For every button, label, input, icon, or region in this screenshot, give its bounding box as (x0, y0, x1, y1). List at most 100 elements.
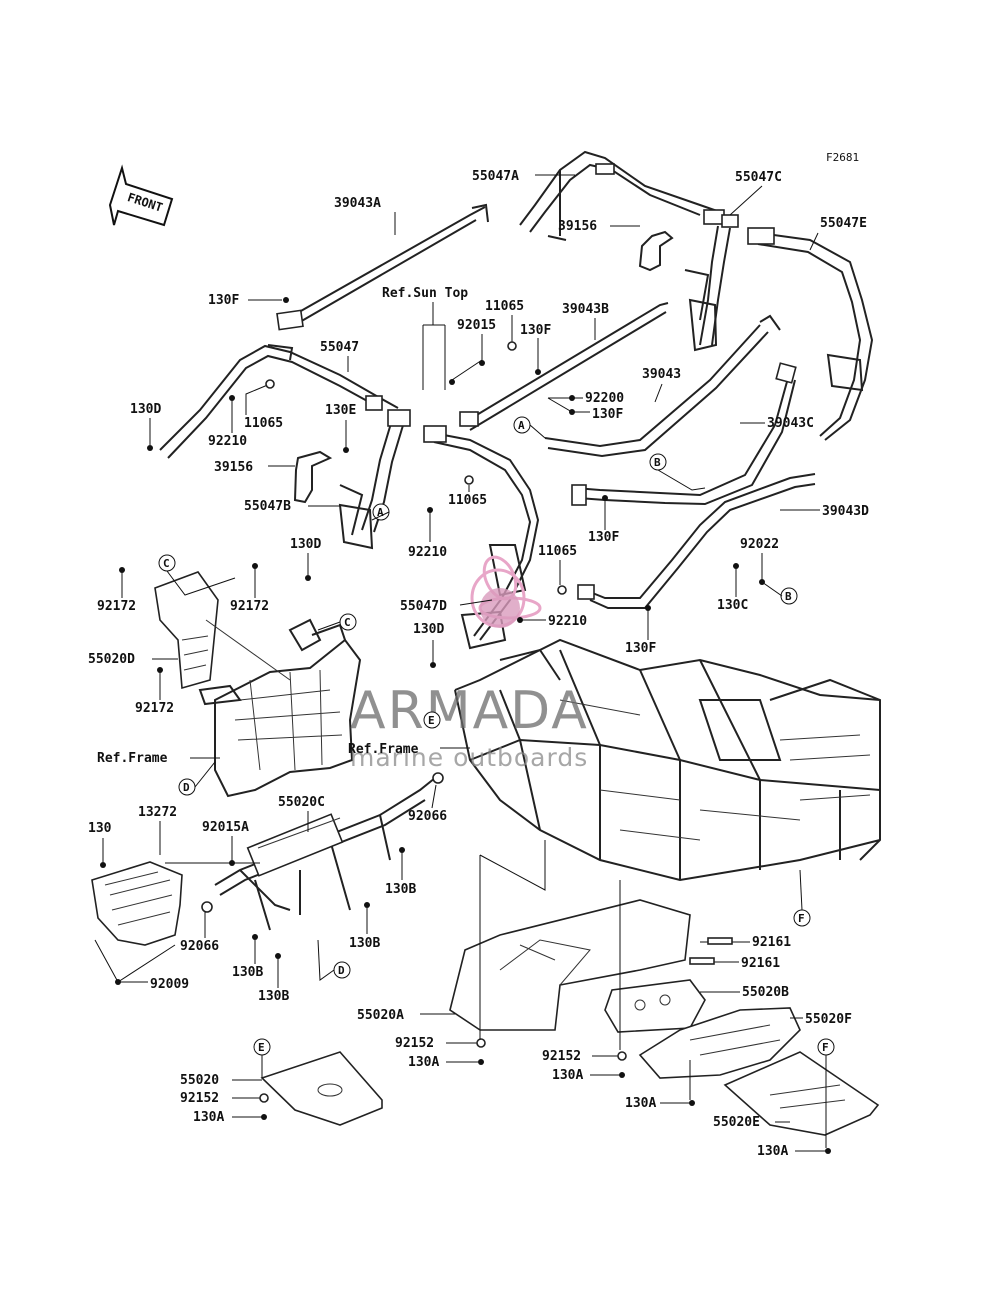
svg-text:C: C (344, 616, 351, 629)
label-39156-top: 39156 (558, 219, 597, 234)
label-92210-2: 92210 (408, 545, 447, 560)
label-92172-2: 92172 (230, 599, 269, 614)
part-39043B (459, 302, 669, 431)
callout-f-1: F (793, 909, 811, 927)
ref-frame-right: Ref.Frame (348, 742, 419, 757)
label-55047E: 55047E (820, 216, 867, 231)
part-55020C (214, 777, 436, 931)
label-11065-2: 11065 (244, 416, 283, 431)
label-130: 130 (88, 821, 112, 836)
part-55047D (423, 425, 540, 650)
label-92172-1: 92172 (97, 599, 136, 614)
ref-frame-left: Ref.Frame (97, 751, 168, 766)
label-92152-1: 92152 (395, 1036, 434, 1051)
callout-a-2: A (513, 416, 531, 434)
part-39043A (276, 203, 489, 331)
label-92066-1: 92066 (408, 809, 447, 824)
part-39043C (571, 362, 797, 506)
label-55047C: 55047C (735, 170, 782, 185)
label-130D-3: 130D (413, 622, 444, 637)
svg-text:A: A (377, 506, 384, 519)
callout-e-2: E (253, 1038, 271, 1056)
callout-b-1: B (649, 453, 667, 471)
part-55020F (638, 1007, 801, 1079)
label-130F-3: 130F (592, 407, 623, 422)
label-55020D: 55020D (88, 652, 135, 667)
label-39043B: 39043B (562, 302, 609, 317)
callout-c-2: C (339, 613, 357, 631)
part-55047C (684, 209, 739, 352)
label-130F-1: 130F (208, 293, 239, 308)
ref-sun-top: Ref.Sun Top (382, 286, 468, 301)
label-55020A: 55020A (357, 1008, 404, 1023)
frame-main (454, 638, 881, 882)
label-130B-2: 130B (349, 936, 380, 951)
label-130D-1: 130D (130, 402, 161, 417)
label-92161-1: 92161 (752, 935, 791, 950)
label-130E: 130E (325, 403, 356, 418)
label-55020B: 55020B (742, 985, 789, 1000)
label-11065-3: 11065 (448, 493, 487, 508)
label-130F-4: 130F (588, 530, 619, 545)
part-55047A (519, 150, 721, 241)
callout-b-2: B (780, 587, 798, 605)
callout-c-1: C (158, 554, 176, 572)
label-92210-1: 92210 (208, 434, 247, 449)
label-130B-1: 130B (385, 882, 416, 897)
label-39043C: 39043C (767, 416, 814, 431)
label-11065-1: 11065 (485, 299, 524, 314)
label-92015: 92015 (457, 318, 496, 333)
label-92009: 92009 (150, 977, 189, 992)
svg-text:A: A (518, 419, 525, 432)
callout-a-1: A (372, 503, 390, 521)
svg-text:F: F (798, 912, 805, 925)
armada-watermark: ARMADA marine outboards (350, 555, 587, 772)
callout-e-1: E (423, 711, 441, 729)
svg-text:C: C (163, 557, 170, 570)
label-92066-2: 92066 (180, 939, 219, 954)
label-55047B: 55047B (244, 499, 291, 514)
label-130F-2: 130F (520, 323, 551, 338)
callout-f-2: F (817, 1038, 835, 1056)
label-11065-4: 11065 (538, 544, 577, 559)
part-55020 (260, 1051, 383, 1126)
label-130A-4: 130A (625, 1096, 656, 1111)
part-13272 (91, 861, 183, 946)
figure-code: F2681 (826, 151, 859, 164)
svg-text:F: F (822, 1041, 829, 1054)
part-39156-left (293, 450, 333, 504)
label-130A-5: 130A (757, 1144, 788, 1159)
label-130A-2: 130A (552, 1068, 583, 1083)
label-130B-3: 130B (232, 965, 263, 980)
label-55020C: 55020C (278, 795, 325, 810)
label-39043: 39043 (642, 367, 681, 382)
callout-d-2: D (333, 961, 351, 979)
svg-text:E: E (258, 1041, 265, 1054)
label-130A-3: 130A (193, 1110, 224, 1125)
label-92210-3: 92210 (548, 614, 587, 629)
svg-text:E: E (428, 714, 435, 727)
label-92161-2: 92161 (741, 956, 780, 971)
svg-text:D: D (338, 964, 345, 977)
part-55020B (604, 979, 706, 1033)
label-39043D: 39043D (822, 504, 869, 519)
label-92200: 92200 (585, 391, 624, 406)
label-130D-2: 130D (290, 537, 321, 552)
label-92022: 92022 (740, 537, 779, 552)
label-92152-3: 92152 (180, 1091, 219, 1106)
part-39156-top (638, 230, 674, 272)
part-55020D (154, 571, 291, 690)
armada-logo-icon (470, 555, 542, 628)
label-55047A: 55047A (472, 169, 519, 184)
part-55020E (723, 1051, 880, 1136)
label-92172-3: 92172 (135, 701, 174, 716)
callout-d-1: D (178, 778, 196, 796)
frame-left-section (198, 618, 362, 798)
label-92015A: 92015A (202, 820, 249, 835)
label-130A-1: 130A (408, 1055, 439, 1070)
svg-text:D: D (183, 781, 190, 794)
label-55020E: 55020E (713, 1115, 760, 1130)
label-55020F: 55020F (805, 1012, 852, 1027)
label-39043A: 39043A (334, 196, 381, 211)
